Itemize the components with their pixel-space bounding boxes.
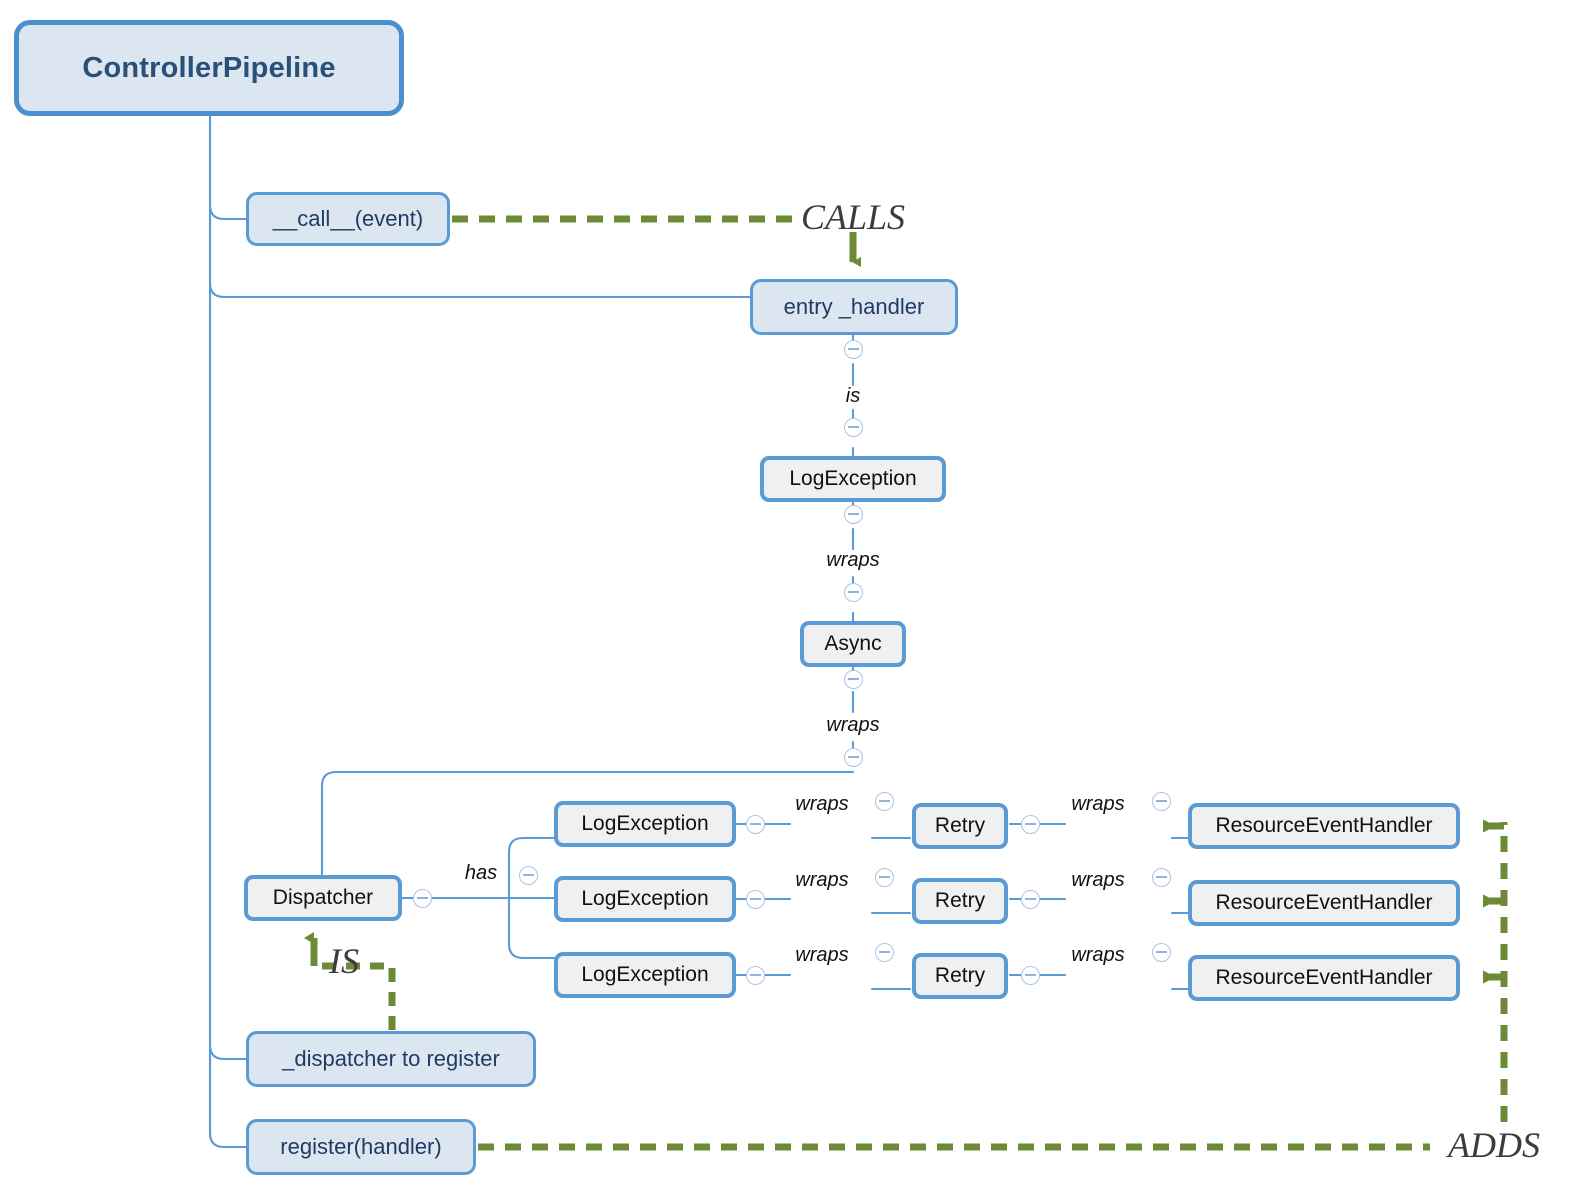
node-retry-row-2[interactable]: Retry [912,878,1008,924]
collapse-toggle-wraps-row-2b[interactable] [1152,868,1171,887]
node-resource-event-handler-row-2[interactable]: ResourceEventHandler [1188,880,1460,926]
collapse-toggle-has[interactable] [519,866,538,885]
collapse-toggle-wraps-2[interactable] [844,748,863,767]
collapse-toggle-log-row-3[interactable] [746,966,765,985]
node-async[interactable]: Async [800,621,906,667]
collapse-toggle-dispatcher[interactable] [413,889,432,908]
relation-label-calls: CALLS [801,197,906,237]
node-dispatcher-to-register[interactable]: _dispatcher to register [246,1031,536,1087]
edge-label-wraps-row-2a: wraps [795,869,849,891]
edge-label-wraps-row-3b: wraps [1071,944,1125,966]
node-logexception-main[interactable]: LogException [760,456,946,502]
collapse-toggle-wraps-row-3b[interactable] [1152,943,1171,962]
node-resource-event-handler-row-3[interactable]: ResourceEventHandler [1188,955,1460,1001]
node-dispatcher[interactable]: Dispatcher [244,875,402,921]
node-logexception-row-2[interactable]: LogException [554,876,736,922]
collapse-toggle-retry-row-2[interactable] [1021,890,1040,909]
collapse-toggle-wraps-1[interactable] [844,583,863,602]
collapse-toggle-wraps-row-2a[interactable] [875,868,894,887]
collapse-toggle-wraps-row-1b[interactable] [1152,792,1171,811]
collapse-toggle-entry-handler[interactable] [844,340,863,359]
collapse-toggle-wraps-row-3a[interactable] [875,943,894,962]
node-call-event[interactable]: __call__(event) [246,192,450,246]
edge-label-is: is [845,385,861,407]
collapse-toggle-retry-row-3[interactable] [1021,966,1040,985]
collapse-toggle-is[interactable] [844,418,863,437]
edge-label-wraps-2: wraps [826,714,880,736]
node-logexception-row-1[interactable]: LogException [554,801,736,847]
edge-label-wraps-1: wraps [826,549,880,571]
edge-label-wraps-row-1a: wraps [795,793,849,815]
edge-label-wraps-row-2b: wraps [1071,869,1125,891]
node-controller-pipeline[interactable]: ControllerPipeline [14,20,404,116]
node-retry-row-1[interactable]: Retry [912,803,1008,849]
relation-label-is: IS [329,941,359,981]
edge-label-wraps-row-1b: wraps [1071,793,1125,815]
edge-label-wraps-row-3a: wraps [795,944,849,966]
collapse-toggle-async[interactable] [844,670,863,689]
node-logexception-row-3[interactable]: LogException [554,952,736,998]
collapse-toggle-log-row-2[interactable] [746,890,765,909]
relation-label-adds: ADDS [1448,1125,1540,1165]
node-resource-event-handler-row-1[interactable]: ResourceEventHandler [1188,803,1460,849]
node-entry-handler[interactable]: entry _handler [750,279,958,335]
collapse-toggle-logexception-main[interactable] [844,505,863,524]
node-register-handler[interactable]: register(handler) [246,1119,476,1175]
edge-label-has: has [464,862,498,884]
collapse-toggle-retry-row-1[interactable] [1021,815,1040,834]
collapse-toggle-wraps-row-1a[interactable] [875,792,894,811]
collapse-toggle-log-row-1[interactable] [746,815,765,834]
node-retry-row-3[interactable]: Retry [912,953,1008,999]
